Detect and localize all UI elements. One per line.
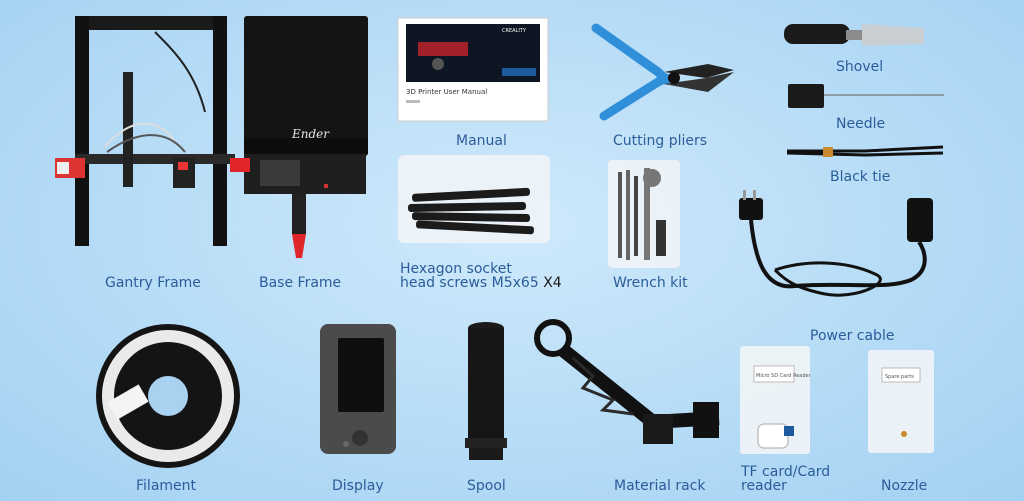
label-base-frame: Base Frame [259,275,342,291]
black-tie [785,143,945,163]
manual: CREALITY 3D Printer User Manual [397,17,550,123]
cutting-pliers [588,20,738,125]
wrench-kit [608,160,680,270]
spool-holder [463,320,509,462]
manual-brand-text: CREALITY [502,28,527,34]
label-screws-line1: Hexagon socket [400,261,512,277]
power-cable [735,190,945,320]
label-material-rack: Material rack [614,478,706,494]
base-frame: Ender [230,8,380,268]
label-spool: Spool [467,478,506,494]
label-screws-qty: X4 [543,275,562,291]
label-tf-card-line1: TF card/Card [741,464,831,480]
label-screws-text: head screws M5x65 [400,275,539,291]
label-filament: Filament [136,478,197,494]
nozzle-bag: Spare parts [868,350,934,455]
needle [788,82,948,112]
material-rack [533,318,723,448]
tf-bag-tag-text: Micro SD Card Reader [756,373,812,379]
display-unit [318,320,400,460]
label-gantry-frame: Gantry Frame [105,275,201,291]
filament-spool [90,322,248,470]
label-screws-line2: head screws M5x65 X4 [400,276,562,291]
label-tf-card-line2: reader [741,478,787,494]
label-manual: Manual [456,133,507,149]
hex-screws [398,155,550,245]
label-display: Display [332,478,384,494]
gantry-frame [45,12,245,252]
label-black-tie: Black tie [830,169,891,185]
label-shovel: Shovel [836,59,884,75]
shovel [782,18,927,54]
label-cutting-pliers: Cutting pliers [613,133,708,149]
label-nozzle: Nozzle [881,478,928,494]
printer-brand-text: Ender [291,127,330,141]
label-needle: Needle [836,116,886,132]
label-power-cable: Power cable [810,328,895,344]
manual-title-text: 3D Printer User Manual [406,88,487,96]
nozzle-bag-tag-text: Spare parts [885,374,914,380]
label-wrench-kit: Wrench kit [613,275,688,291]
tf-card-bag: Micro SD Card Reader [740,346,812,456]
